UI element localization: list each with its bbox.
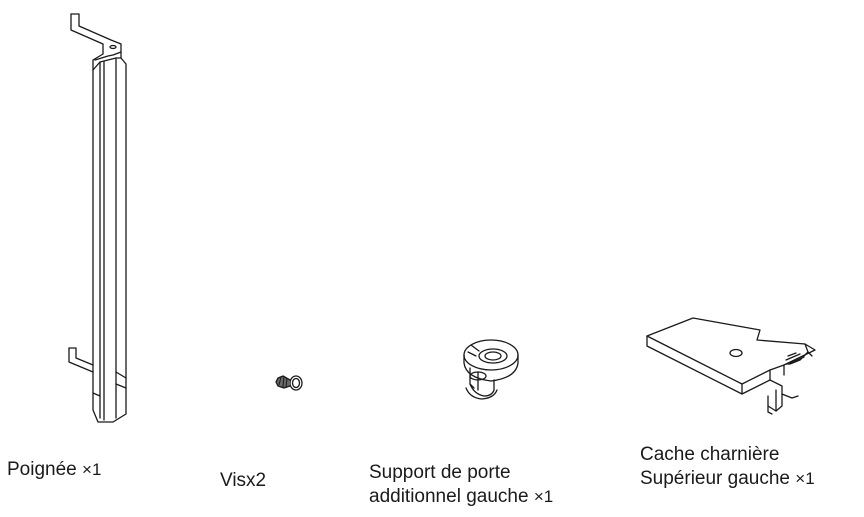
hinge-cover-qty: ×1 (795, 469, 815, 488)
screw-illustration (275, 375, 303, 391)
door-support-line2-text: additionnel gauche (369, 486, 529, 507)
door-support-qty: ×1 (533, 487, 554, 506)
door-support-illustration (463, 339, 519, 400)
handle-label: Poignée ×1 (7, 458, 101, 482)
hinge-cover-line2-text: Supérieur gauche (640, 468, 790, 489)
handle-qty: ×1 (82, 460, 102, 479)
handle-name: Poignée (7, 459, 77, 480)
screw-label: Visx2 (220, 469, 266, 493)
door-support-line2: additionnel gauche ×1 (369, 485, 553, 509)
hinge-cover-illustration (646, 317, 816, 415)
screw-name: Visx2 (220, 470, 267, 491)
hinge-cover-line2: Supérieur gauche ×1 (640, 467, 815, 491)
door-support-line1: Support de porte (369, 462, 511, 483)
handle-illustration (68, 13, 127, 423)
hinge-cover-label: Cache charnière Supérieur gauche ×1 (640, 443, 815, 491)
hinge-cover-line1: Cache charnière (640, 444, 780, 465)
door-support-label: Support de porte additionnel gauche ×1 (369, 461, 553, 509)
